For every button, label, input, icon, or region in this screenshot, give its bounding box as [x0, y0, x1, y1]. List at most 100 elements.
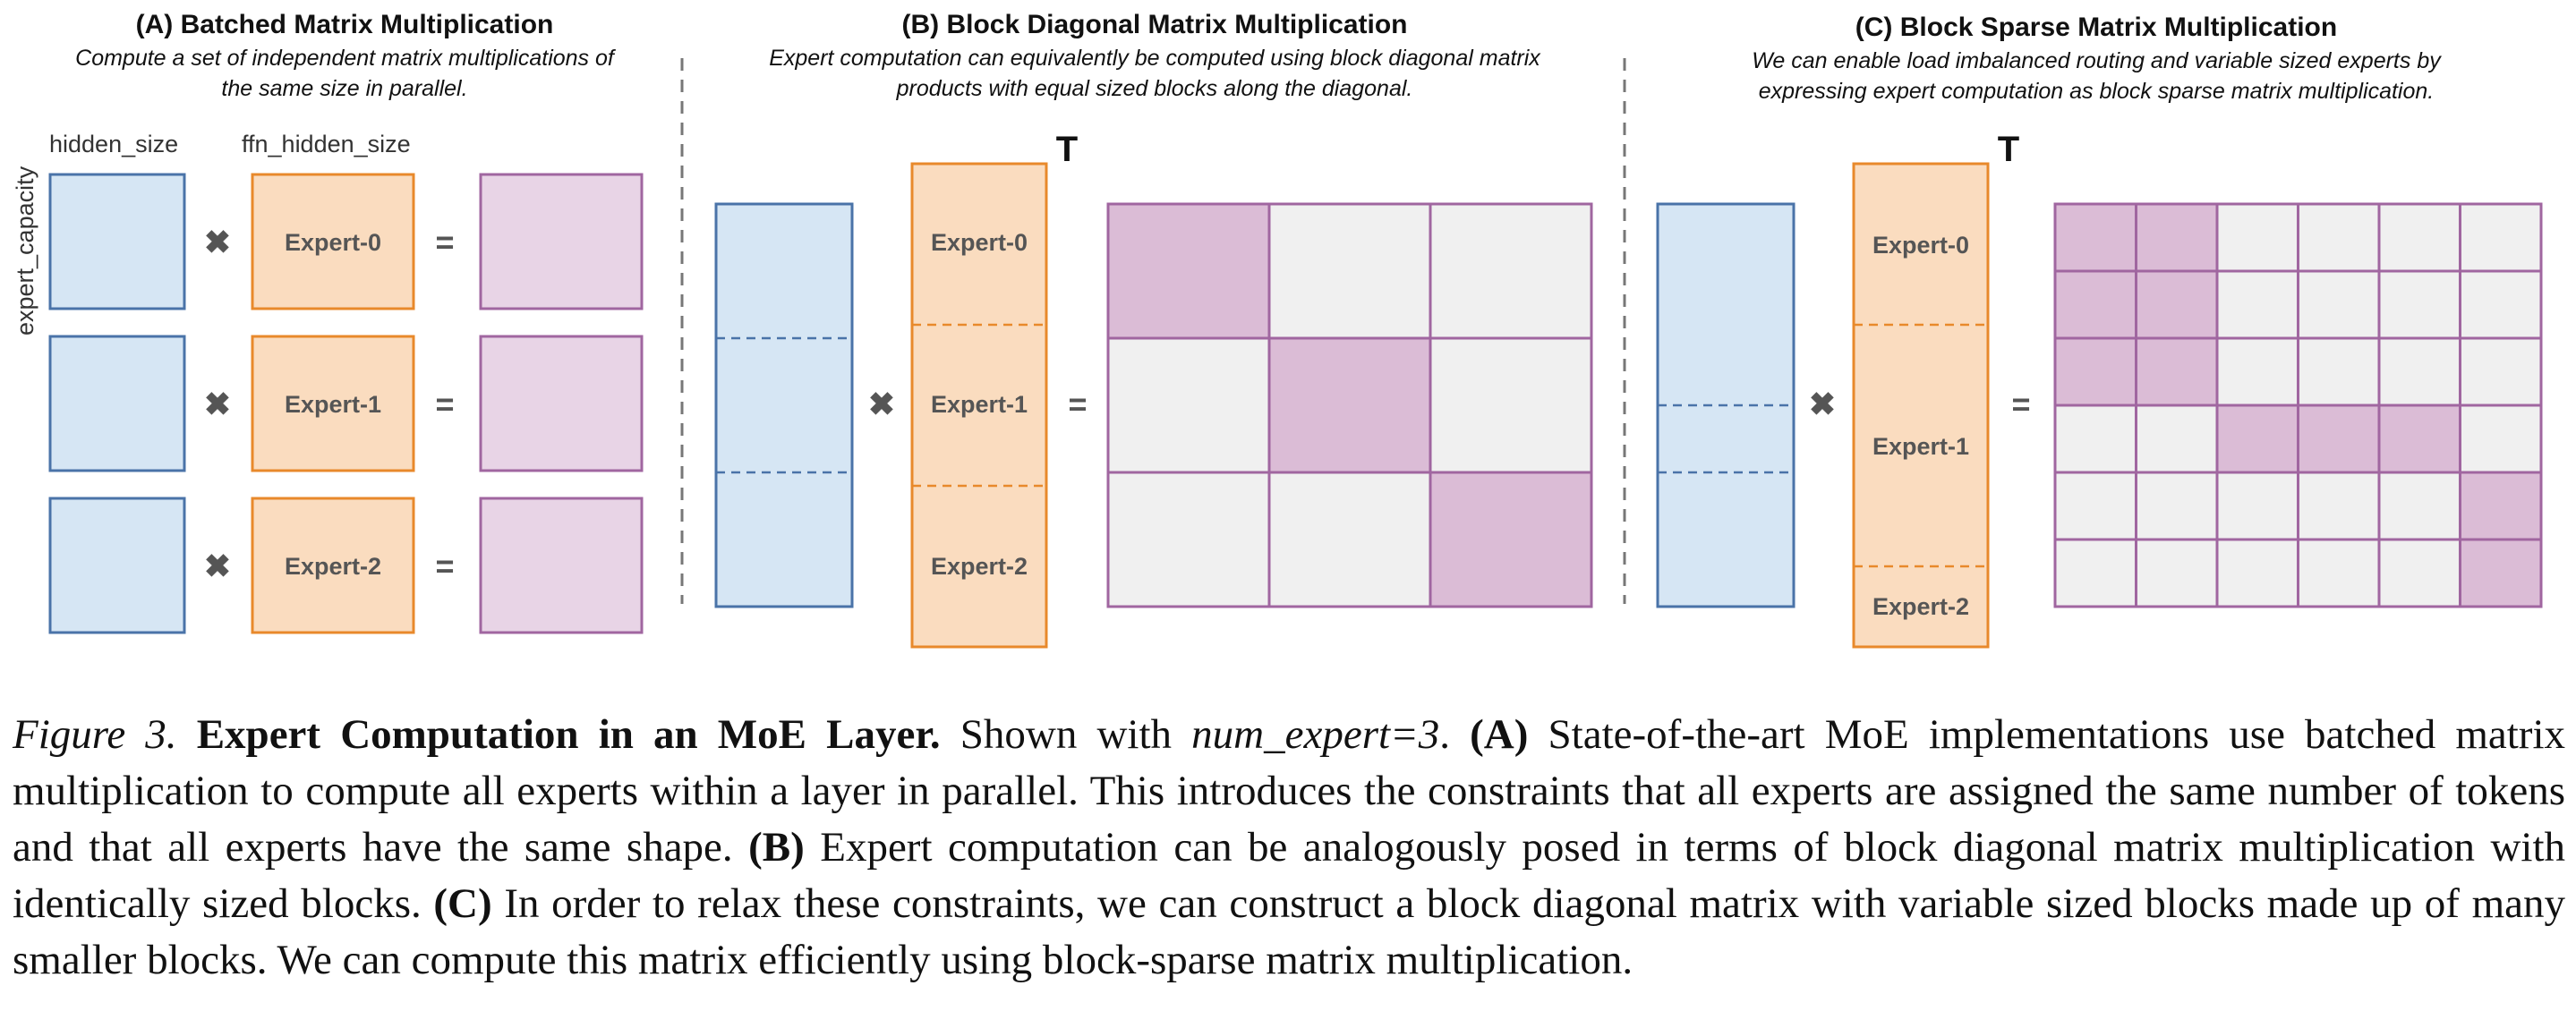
c-block-3-2 [2215, 404, 2299, 474]
c-block-3-1 [2135, 404, 2219, 474]
a-times-symbol-2: ✖ [204, 548, 231, 584]
c-block-3-0 [2053, 404, 2137, 474]
c-block-5-0 [2053, 538, 2137, 608]
a-equals-symbol-0: = [435, 224, 454, 260]
a-output-matrix-2 [479, 497, 644, 634]
b-expert-label-0: Expert-0 [931, 229, 1028, 256]
c-equals-symbol: = [2011, 386, 2030, 422]
caption-text-1: Shown with [940, 711, 1192, 758]
c-block-4-2 [2215, 471, 2299, 541]
b-block-2-1 [1267, 471, 1432, 608]
a-expert-matrix-0 [251, 173, 415, 310]
c-block-2-4 [2377, 336, 2461, 407]
c-block-0-2 [2215, 202, 2299, 273]
b-block-1-2 [1429, 336, 1593, 474]
panel-b-title: (B) Block Diagonal Matrix Multiplication [901, 10, 1407, 39]
b-expert-matrix [910, 162, 1048, 649]
b-block-1-0 [1106, 336, 1271, 474]
b-output-grid [1106, 202, 1593, 608]
c-block-3-3 [2297, 404, 2381, 474]
a-expert-label-2: Expert-2 [285, 553, 381, 580]
caption-c-label: (C) [433, 880, 492, 927]
b-block-0-0 [1106, 202, 1271, 340]
c-transpose-label: T [1998, 130, 2019, 169]
a-input-matrix-1 [48, 335, 186, 472]
c-block-1-3 [2297, 269, 2381, 340]
panel-a-desc-line2: the same size in parallel. [221, 76, 467, 101]
label-expert-capacity: expert_capacity [12, 166, 38, 336]
c-block-1-0 [2053, 269, 2137, 340]
c-block-5-3 [2297, 538, 2381, 608]
c-block-0-3 [2297, 202, 2381, 273]
c-block-3-5 [2459, 404, 2543, 474]
a-equals-symbol-1: = [435, 386, 454, 422]
c-block-2-5 [2459, 336, 2543, 407]
c-block-2-0 [2053, 336, 2137, 407]
panel-b-desc-line1: Expert computation can equivalently be c… [769, 46, 1541, 71]
b-equals-symbol: = [1068, 386, 1087, 422]
a-times-symbol-0: ✖ [204, 224, 231, 260]
c-times-symbol: ✖ [1809, 386, 1836, 422]
c-block-1-1 [2135, 269, 2219, 340]
c-block-4-3 [2297, 471, 2381, 541]
a-expert-label-1: Expert-1 [285, 391, 381, 418]
b-transpose-label: T [1056, 130, 1078, 169]
c-block-4-5 [2459, 471, 2543, 541]
c-block-4-0 [2053, 471, 2137, 541]
label-ffn-hidden-size: ffn_hidden_size [242, 131, 411, 157]
b-expert-label-2: Expert-2 [931, 553, 1028, 580]
c-block-2-1 [2135, 336, 2219, 407]
caption-figure-label: Figure 3. [13, 711, 177, 758]
panel-c-desc-line2: expressing expert computation as block s… [1759, 79, 2435, 104]
caption-a-text: State-of-the-art MoE implementations use… [13, 711, 2566, 871]
b-block-2-2 [1429, 471, 1593, 608]
c-block-4-4 [2377, 471, 2461, 541]
caption-a-label: (A) [1470, 711, 1529, 758]
c-block-1-5 [2459, 269, 2543, 340]
c-block-1-4 [2377, 269, 2461, 340]
c-expert-label-0: Expert-0 [1872, 232, 1969, 259]
a-output-matrix-1 [479, 335, 644, 472]
c-expert-label-2: Expert-2 [1872, 593, 1969, 620]
c-block-0-4 [2377, 202, 2461, 273]
c-block-2-3 [2297, 336, 2381, 407]
a-expert-label-0: Expert-0 [285, 229, 381, 256]
a-input-matrix-0 [48, 173, 186, 310]
caption-num-expert: num_expert=3 [1191, 711, 1440, 758]
caption-b-text: Expert computation can be analogously po… [13, 824, 2565, 927]
panel-c-title: (C) Block Sparse Matrix Multiplication [1855, 13, 2337, 42]
caption-text-2: . [1439, 711, 1471, 758]
a-equals-symbol-2: = [435, 548, 454, 584]
c-block-0-0 [2053, 202, 2137, 273]
b-block-0-2 [1429, 202, 1593, 340]
caption-title: Expert Computation in an MoE Layer. [196, 711, 941, 758]
a-expert-matrix-2 [251, 497, 415, 634]
a-input-matrix-2 [48, 497, 186, 634]
c-block-5-5 [2459, 538, 2543, 608]
panel-b-desc-line2: products with equal sized blocks along t… [896, 76, 1413, 101]
label-hidden-size: hidden_size [49, 131, 178, 157]
c-output-grid [2053, 202, 2543, 608]
b-block-2-0 [1106, 471, 1271, 608]
c-block-0-1 [2135, 202, 2219, 273]
c-block-3-4 [2377, 404, 2461, 474]
c-expert-label-1: Expert-1 [1872, 433, 1969, 460]
figure-caption: Figure 3. Expert Computation in an MoE L… [13, 707, 2565, 989]
a-times-symbol-1: ✖ [204, 386, 231, 422]
panel-a-desc-line1: Compute a set of independent matrix mult… [75, 46, 617, 71]
c-block-5-1 [2135, 538, 2219, 608]
caption-c-text: In order to relax these constraints, we … [13, 880, 2566, 983]
c-block-5-2 [2215, 538, 2299, 608]
b-times-symbol: ✖ [868, 386, 895, 422]
c-block-4-1 [2135, 471, 2219, 541]
c-block-5-4 [2377, 538, 2461, 608]
c-block-1-2 [2215, 269, 2299, 340]
b-input-matrix [714, 202, 854, 608]
b-block-1-1 [1267, 336, 1432, 474]
c-block-0-5 [2459, 202, 2543, 273]
b-expert-label-1: Expert-1 [931, 391, 1028, 418]
a-expert-matrix-1 [251, 335, 415, 472]
caption-b-label: (B) [748, 824, 805, 871]
panel-c-desc-line1: We can enable load imbalanced routing an… [1752, 48, 2442, 73]
a-output-matrix-0 [479, 173, 644, 310]
